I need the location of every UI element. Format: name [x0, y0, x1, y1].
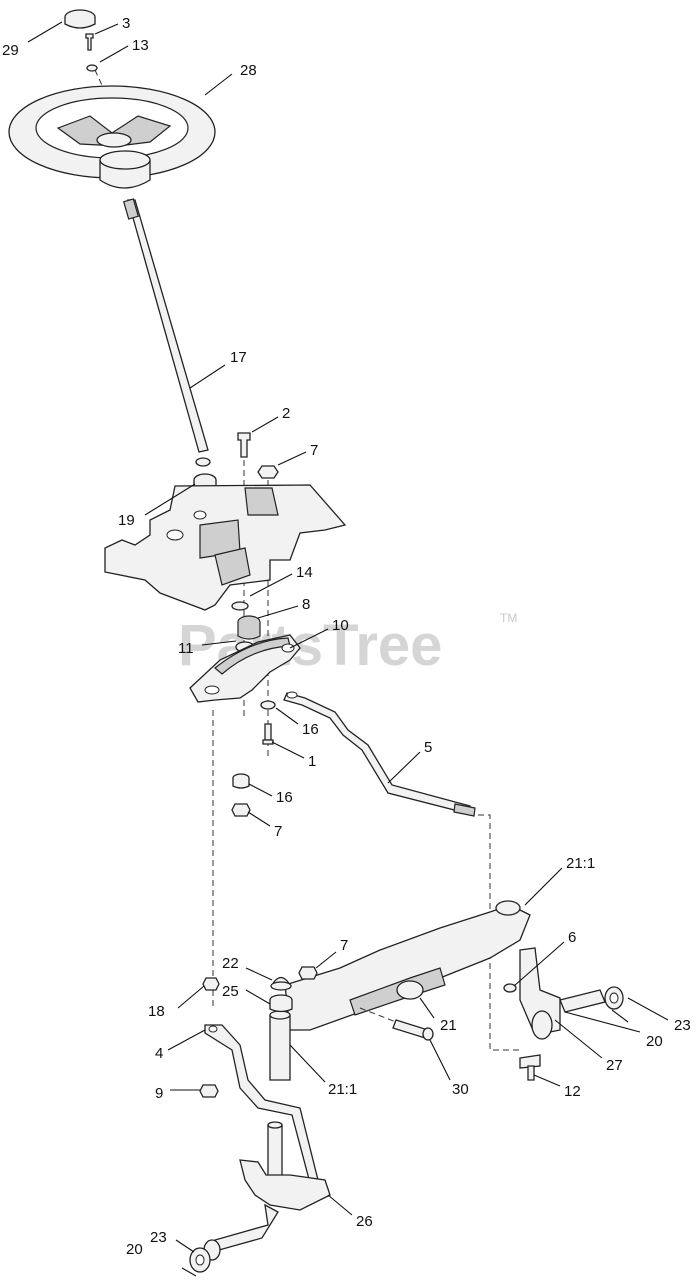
callout-10: 10 — [332, 617, 349, 634]
callout-labels: 29 3 13 28 17 2 7 19 14 8 11 10 16 1 5 1… — [2, 15, 691, 1258]
callout-29: 29 — [2, 42, 19, 59]
spindle-left — [203, 1121, 331, 1261]
nut-9 — [199, 1084, 219, 1098]
front-axle — [284, 900, 531, 1031]
callout-17: 17 — [230, 349, 247, 366]
callout-9: 9 — [155, 1085, 163, 1102]
washer-23-right — [604, 986, 624, 1010]
nut-6 — [503, 983, 517, 993]
bushing-16-lower — [232, 773, 250, 789]
callout-12: 12 — [564, 1083, 581, 1100]
callout-23-left: 23 — [150, 1229, 167, 1246]
watermark-tm: TM — [500, 611, 517, 625]
washer-13 — [86, 64, 98, 72]
callout-7-mid: 7 — [274, 823, 282, 840]
steering-wheel — [8, 85, 216, 189]
callout-20-right: 20 — [646, 1033, 663, 1050]
nut-7-top — [257, 465, 279, 479]
callout-1: 1 — [308, 753, 316, 770]
washer-23-left — [189, 1247, 211, 1273]
bushing-16-upper — [260, 700, 276, 710]
callout-19: 19 — [118, 512, 135, 529]
leader-lines — [27, 21, 669, 1253]
tie-rod-end-12 — [519, 1054, 541, 1081]
callout-21-1-top: 21:1 — [566, 855, 595, 872]
callout-3: 3 — [122, 15, 130, 32]
callout-25: 25 — [222, 983, 239, 1000]
callout-7-axle: 7 — [340, 937, 348, 954]
steering-shaft — [122, 198, 211, 467]
callout-16-upper: 16 — [302, 721, 319, 738]
callout-11: 11 — [178, 640, 194, 657]
nut-7-axle — [298, 966, 318, 980]
steering-bracket — [104, 484, 347, 611]
callout-4: 4 — [155, 1045, 163, 1062]
nut-18 — [202, 977, 220, 991]
callout-23-right: 23 — [674, 1017, 691, 1034]
callout-5: 5 — [424, 739, 432, 756]
callout-21: 21 — [440, 1017, 457, 1034]
bolt-2 — [237, 432, 251, 458]
callout-8: 8 — [302, 596, 310, 613]
callout-18: 18 — [148, 1003, 165, 1020]
steering-cap — [64, 9, 96, 29]
pinion-gear-8 — [237, 615, 261, 640]
bushing-22 — [270, 976, 292, 991]
callout-22: 22 — [222, 955, 239, 972]
nut-7-mid — [231, 803, 251, 817]
pivot-bolt-30 — [392, 1019, 434, 1041]
callout-27: 27 — [606, 1057, 623, 1074]
washer-14 — [231, 601, 249, 611]
callout-20-left: 20 — [126, 1241, 143, 1258]
spindle-tube-left — [269, 1010, 291, 1081]
tie-rod-4 — [204, 1024, 319, 1184]
callout-6: 6 — [568, 929, 576, 946]
callout-2: 2 — [282, 405, 290, 422]
callout-28: 28 — [240, 62, 257, 79]
callout-7-top: 7 — [310, 442, 318, 459]
bolt-3 — [85, 33, 94, 51]
callout-26: 26 — [356, 1213, 373, 1230]
callout-21-1-bottom: 21:1 — [328, 1081, 357, 1098]
drag-link — [283, 691, 476, 817]
callout-16-lower: 16 — [276, 789, 293, 806]
sector-gear — [189, 634, 301, 703]
callout-30: 30 — [452, 1081, 469, 1098]
callout-13: 13 — [132, 37, 149, 54]
bolt-1 — [262, 723, 274, 745]
bushing-25 — [269, 994, 293, 1013]
spindle-right — [519, 947, 606, 1040]
callout-14: 14 — [296, 564, 313, 581]
